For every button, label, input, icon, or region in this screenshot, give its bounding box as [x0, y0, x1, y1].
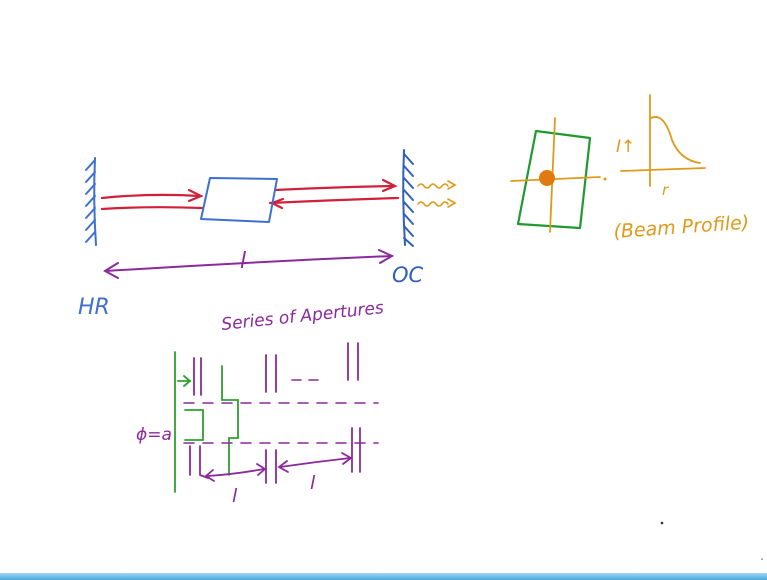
cavity-length-arrow [102, 249, 395, 279]
aperture-spacing-arrows [204, 452, 353, 482]
output-beam [417, 180, 457, 208]
profile-spot [539, 170, 555, 186]
oc-label: OC [392, 263, 424, 287]
cavity-length-label: l [240, 249, 246, 274]
apertures-title: Series of Apertures [220, 298, 384, 335]
gain-medium [200, 177, 278, 223]
aperture-1 [174, 351, 204, 493]
aperture-2 [221, 365, 239, 476]
intensity-plot-axes [620, 94, 706, 187]
hr-mirror [85, 157, 97, 246]
radius-axis-label: r [662, 181, 669, 199]
oc-mirror [402, 149, 414, 247]
stray-mark [660, 521, 664, 525]
diameter-label: ϕ=a [136, 425, 172, 445]
profile-frame [516, 129, 592, 230]
aperture-axis-dashes [183, 379, 379, 444]
hr-label: HR [78, 295, 110, 320]
aperture-purple-set [189, 342, 361, 484]
spacing-label-1: l [232, 485, 238, 507]
beam-profile-label: (Beam Profile) [613, 212, 750, 243]
profile-dot [603, 177, 607, 181]
spacing-label-2: l [310, 472, 316, 494]
intracavity-beam [100, 178, 400, 211]
bottom-progress-bar [0, 573, 767, 580]
page-marker: ▪ [760, 557, 763, 563]
intensity-axis-label: I↑ [616, 137, 635, 157]
